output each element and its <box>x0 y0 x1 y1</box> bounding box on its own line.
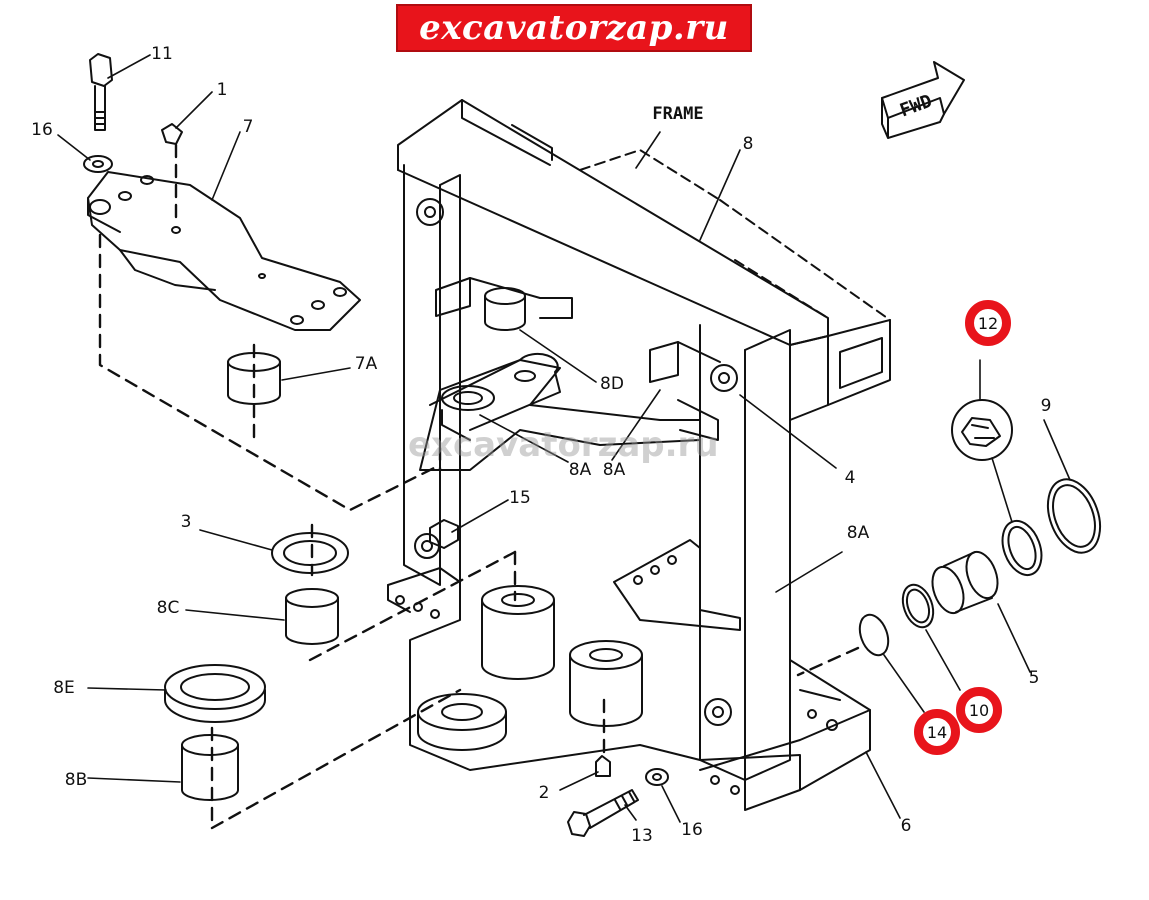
washer-8e <box>164 664 266 723</box>
label-part-15: 15 <box>509 488 531 508</box>
assembly-lines <box>98 143 860 830</box>
bushing-8c <box>285 588 339 645</box>
callout-part-14-text: 14 <box>926 722 948 742</box>
plug-5 <box>931 550 999 615</box>
label-part-16-top: 16 <box>31 120 53 140</box>
bracket-7 <box>87 171 361 331</box>
washer-16-top <box>83 155 113 173</box>
seal-detail <box>951 399 1013 461</box>
label-part-11: 11 <box>151 44 173 64</box>
label-part-16-bottom: 16 <box>681 820 703 840</box>
label-part-9: 9 <box>1040 396 1052 416</box>
bushing-8b <box>181 734 239 801</box>
fwd-arrow-icon <box>881 61 965 139</box>
label-part-6: 6 <box>900 816 912 836</box>
callout-part-12-text: 12 <box>977 313 999 333</box>
bolt-13 <box>567 789 639 837</box>
main-frame <box>387 99 891 811</box>
site-banner: excavatorzap.ru <box>396 4 752 52</box>
callout-part-10-text: 10 <box>968 700 990 720</box>
label-part-8a-2: 8A <box>602 460 626 480</box>
callout-part-10: 10 <box>956 687 1002 733</box>
ring-9 <box>1046 478 1102 554</box>
label-part-8a-3: 8A <box>846 523 870 543</box>
label-part-8b: 8B <box>64 770 88 790</box>
label-part-7: 7 <box>242 117 254 137</box>
label-part-8e: 8E <box>53 678 75 698</box>
grease-fitting-2 <box>595 755 611 777</box>
grease-fitting-1 <box>161 123 183 145</box>
bolt-11 <box>89 53 113 131</box>
label-part-8: 8 <box>742 134 754 154</box>
link-assembly <box>429 287 561 441</box>
site-banner-text: excavatorzap.ru <box>419 8 729 48</box>
label-frame: FRAME <box>652 104 704 124</box>
label-part-3: 3 <box>180 512 192 532</box>
label-part-7a: 7A <box>354 354 378 374</box>
ring-10 <box>901 583 935 629</box>
label-part-2: 2 <box>538 783 550 803</box>
label-part-4: 4 <box>844 468 856 488</box>
o-ring-14 <box>858 613 890 657</box>
label-part-8c: 8C <box>156 598 180 618</box>
callout-part-12: 12 <box>965 300 1011 346</box>
watermark: excavatorzap.ru <box>408 425 719 465</box>
washer-3 <box>271 532 349 574</box>
fitting-15 <box>429 519 459 549</box>
label-part-1: 1 <box>216 80 228 100</box>
label-part-8d: 8D <box>600 374 624 394</box>
callout-part-14: 14 <box>914 709 960 755</box>
label-part-8a-1: 8A <box>568 460 592 480</box>
base-bushings <box>417 585 643 751</box>
leader-lines <box>57 54 1071 823</box>
label-part-13: 13 <box>631 826 653 846</box>
seal-ring <box>1001 519 1043 577</box>
label-part-5: 5 <box>1028 668 1040 688</box>
washer-16-bottom <box>645 768 669 786</box>
